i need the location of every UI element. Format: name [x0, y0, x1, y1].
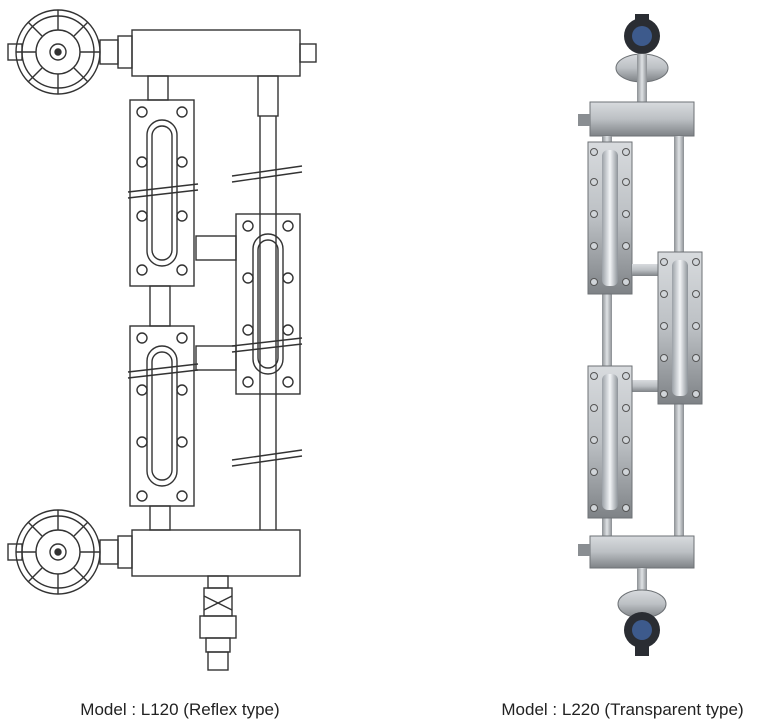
- drain-valve: [199, 575, 237, 671]
- bottom-handwheel: [617, 568, 667, 656]
- transparent-model-caption: Model : L220 (Transparent type): [501, 700, 744, 719]
- reflex-gauge-drawing: [7, 9, 317, 671]
- transparent-gauge-figure: Model : L220 (Transparent type): [390, 0, 779, 727]
- bottom-valve-handwheel: [7, 509, 133, 595]
- upper-left-glass-section: [129, 99, 195, 287]
- top-valve-handwheel: [7, 9, 133, 95]
- lower-left-chamber: [587, 365, 633, 519]
- reflex-gauge-figure: Model : L120 (Reflex type): [7, 9, 317, 719]
- top-handwheel: [615, 14, 669, 102]
- upper-left-chamber: [587, 141, 633, 295]
- right-chamber: [657, 251, 703, 405]
- transparent-gauge-photo: [578, 14, 703, 656]
- lower-left-glass-section: [129, 325, 195, 507]
- reflex-model-caption: Model : L120 (Reflex type): [80, 700, 280, 719]
- right-glass-section: [235, 213, 301, 395]
